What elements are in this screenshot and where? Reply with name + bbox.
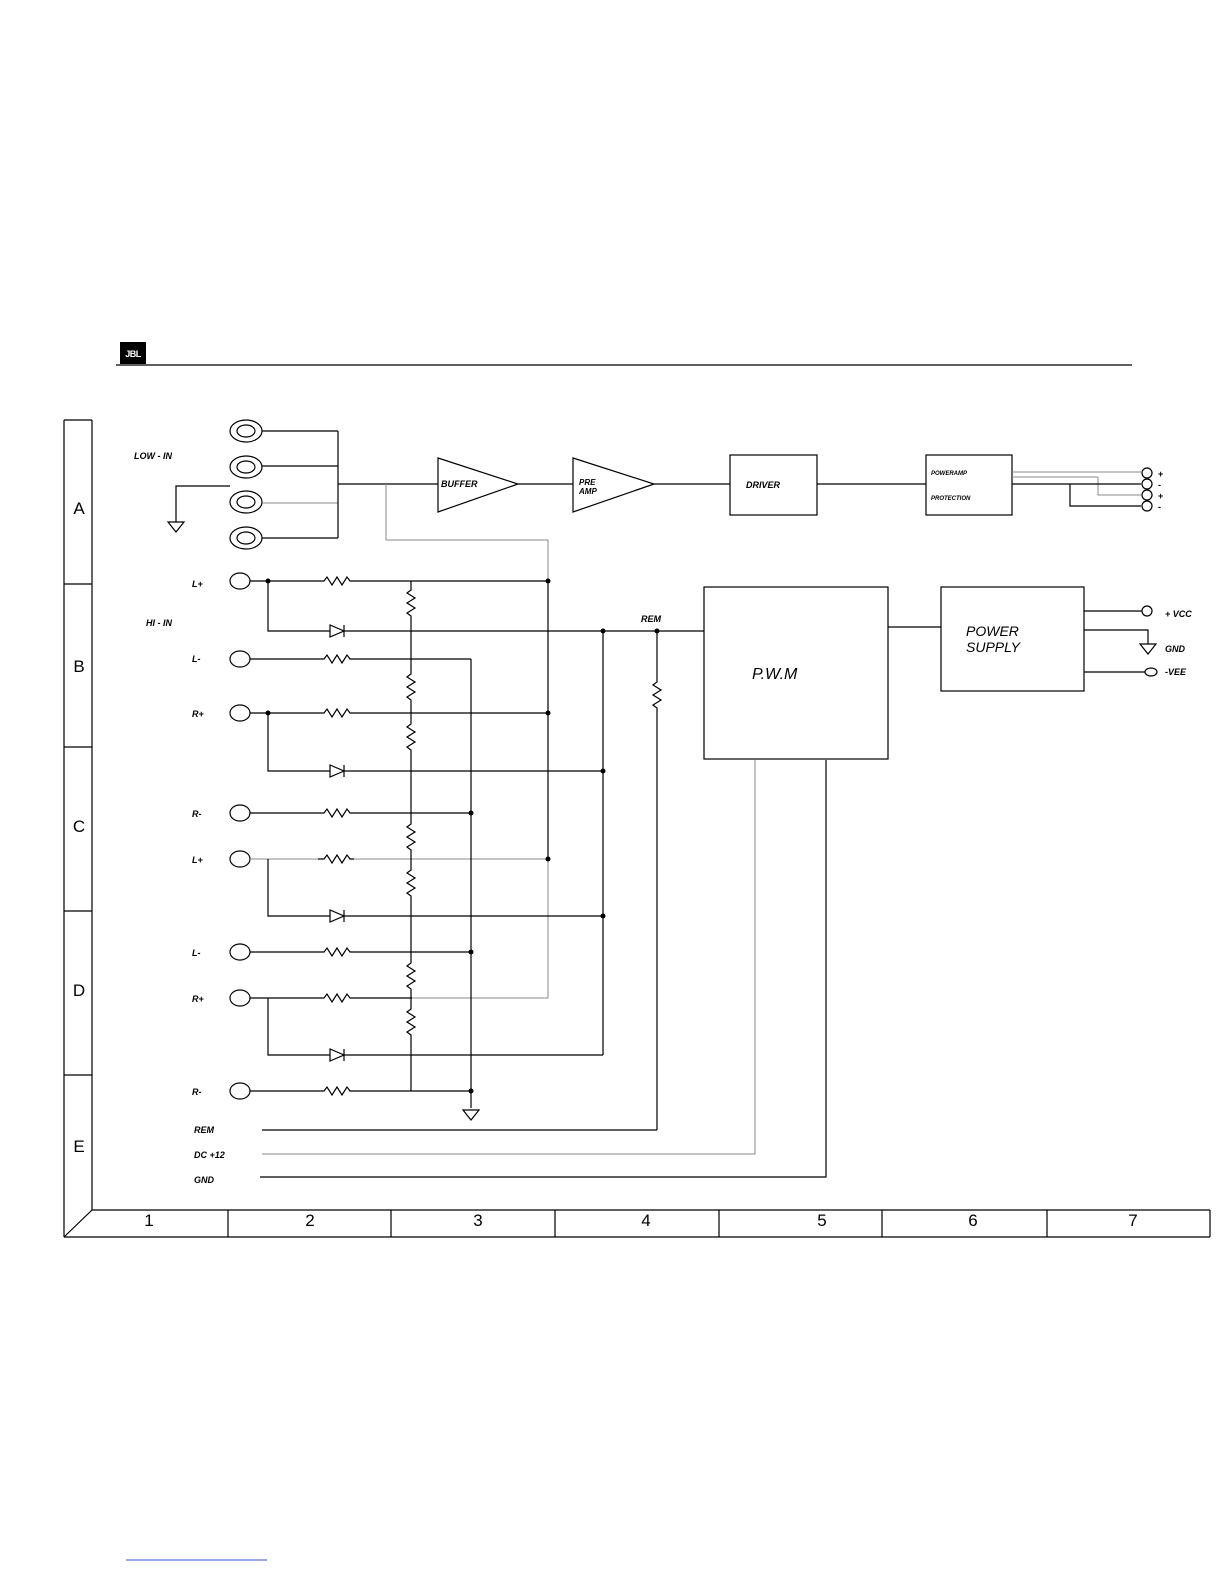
diode-icon <box>330 910 344 922</box>
rem-label: REM <box>194 1125 215 1135</box>
svg-text:R-: R- <box>192 1087 202 1097</box>
supply-outputs: + VCC GND -VEE <box>1084 606 1192 677</box>
output-label: + <box>1158 469 1163 479</box>
input-jack-icon <box>230 1083 250 1099</box>
low-in-label: LOW - IN <box>134 451 172 461</box>
jbl-logo-text: JBL <box>125 349 142 359</box>
terminal-icon <box>1142 479 1152 489</box>
hi-in-label: HI - IN <box>146 618 172 628</box>
input-jack-icon <box>230 944 250 960</box>
svg-text:R+: R+ <box>192 994 204 1004</box>
svg-text:L-: L- <box>192 948 201 958</box>
preamp-label: PRE <box>579 478 596 487</box>
terminal-icon <box>1142 468 1152 478</box>
grid-col-label: 5 <box>817 1211 826 1230</box>
driver-label: DRIVER <box>746 480 781 490</box>
ground-icon <box>168 522 184 532</box>
buffer-amp: BUFFER <box>438 458 518 512</box>
hi-in-inputs: L+ L- R+ R- L+ L- R+ R- <box>192 573 250 1099</box>
svg-text:L-: L- <box>192 654 201 664</box>
input-jack-icon <box>230 705 250 721</box>
driver-block: DRIVER <box>730 455 817 515</box>
rca-jack <box>230 456 262 478</box>
grid-col-label: 6 <box>968 1211 977 1230</box>
svg-text:R-: R- <box>192 809 202 819</box>
grid-col-label: 7 <box>1128 1211 1137 1230</box>
control-lines: REM DC +12 GND <box>194 760 826 1185</box>
pwm-block: P.W.M <box>704 587 888 759</box>
gnd-label: GND <box>194 1175 215 1185</box>
ground-icon <box>463 1110 479 1120</box>
rca-jack <box>230 420 262 442</box>
input-r-minus: R- <box>192 1083 250 1099</box>
protection-label: PROTECTION <box>931 496 971 502</box>
svg-text:L+: L+ <box>192 855 203 865</box>
pwm-label: P.W.M <box>752 666 798 683</box>
power-supply-block: POWER SUPPLY <box>941 587 1084 691</box>
input-l-plus: L+ <box>192 851 250 867</box>
output-label: + <box>1158 491 1163 501</box>
terminal-icon <box>1145 668 1157 676</box>
grid-frame: A B C D E 1 2 3 4 5 6 7 <box>64 420 1210 1237</box>
grid-row-label: E <box>73 1137 84 1156</box>
rca-jack <box>230 527 262 549</box>
svg-text:R+: R+ <box>192 709 204 719</box>
buffer-label: BUFFER <box>441 479 478 489</box>
input-r-plus: R+ <box>192 705 250 721</box>
grid-col-label: 2 <box>305 1211 314 1230</box>
terminal-icon <box>1142 501 1152 511</box>
input-l-minus: L- <box>192 651 250 667</box>
output-label: - <box>1158 480 1161 490</box>
terminal-icon <box>1142 606 1152 616</box>
output-label: - <box>1158 502 1161 512</box>
grid-row-label: A <box>73 499 85 518</box>
gnd-label: GND <box>1165 644 1186 654</box>
vcc-label: + VCC <box>1165 609 1192 619</box>
terminal-icon <box>1142 490 1152 500</box>
power-supply-label: SUPPLY <box>966 639 1022 655</box>
input-jack-icon <box>230 651 250 667</box>
rca-jack <box>230 491 262 513</box>
svg-text:L+: L+ <box>192 579 203 589</box>
poweramp-protection-block: POWERAMP PROTECTION <box>926 455 1012 515</box>
ground-icon <box>1140 644 1156 654</box>
grid-col-label: 1 <box>144 1211 153 1230</box>
dc12-label: DC +12 <box>194 1150 225 1160</box>
header: JBL <box>116 342 1132 365</box>
grid-row-label: B <box>73 657 84 676</box>
input-l-plus: L+ <box>192 573 250 589</box>
input-l-minus: L- <box>192 944 250 960</box>
input-jack-icon <box>230 573 250 589</box>
vee-label: -VEE <box>1165 667 1187 677</box>
grid-col-label: 4 <box>641 1211 650 1230</box>
hi-in-network: REM <box>250 577 704 1130</box>
input-jack-icon <box>230 805 250 821</box>
rem-bus-label: REM <box>641 614 662 624</box>
input-r-plus: R+ <box>192 990 250 1006</box>
power-supply-label: POWER <box>966 623 1019 639</box>
diode-icon <box>330 1049 344 1061</box>
diode-icon <box>330 765 344 777</box>
pre-amp: PRE AMP <box>573 458 654 512</box>
input-jack-icon <box>230 851 250 867</box>
speaker-outputs: + - + - <box>1012 468 1163 512</box>
grid-col-label: 3 <box>473 1211 482 1230</box>
input-jack-icon <box>230 990 250 1006</box>
preamp-label: AMP <box>578 487 597 496</box>
poweramp-label: POWERAMP <box>931 471 968 477</box>
diode-icon <box>330 625 344 637</box>
grid-row-label: C <box>73 817 85 836</box>
input-r-minus: R- <box>192 805 250 821</box>
grid-row-label: D <box>73 981 85 1000</box>
